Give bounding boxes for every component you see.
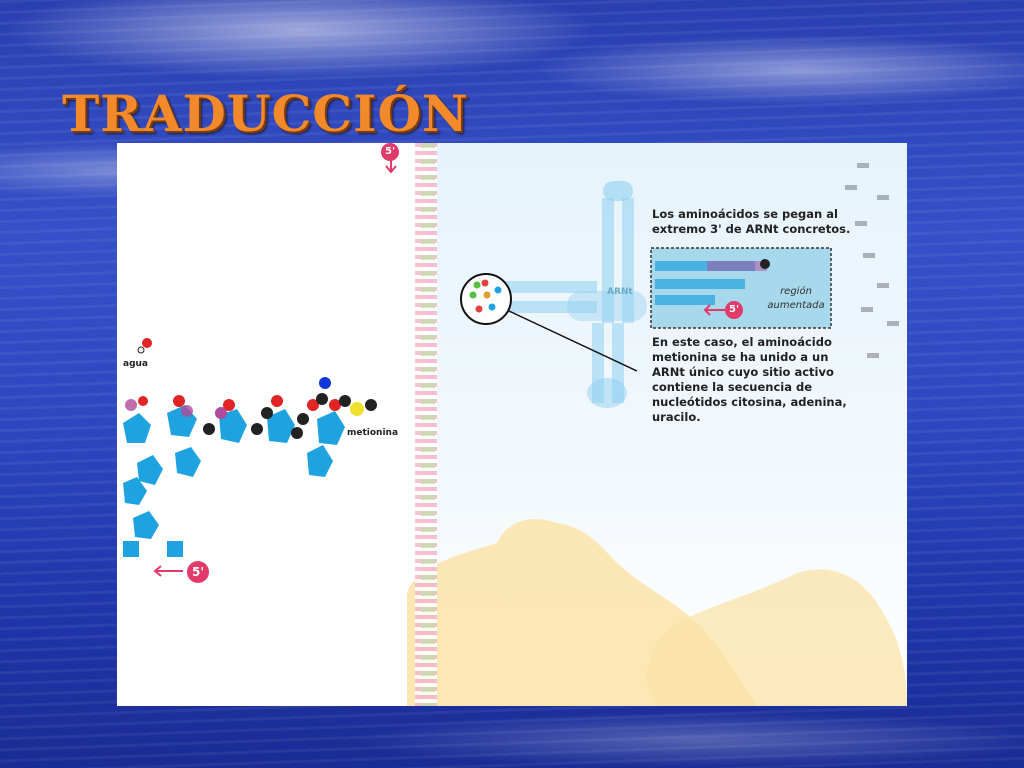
five-prime-badge-bottom: 5': [187, 561, 209, 583]
caption-bottom: En este caso, el aminoácido metionina se…: [652, 335, 847, 425]
zoom-label-line: aumentada: [767, 300, 825, 311]
mrna-strand-bases: [421, 143, 435, 706]
caption-top-line: Los aminoácidos se pegan al: [652, 207, 838, 221]
five-prime-badge-top: 5': [381, 143, 399, 161]
trna-bottom-arm: [587, 323, 627, 408]
trna-top-arm: [602, 181, 634, 323]
diagram-graphics: [123, 155, 907, 706]
caption-bottom-line: metionina se ha unido a un: [652, 350, 829, 364]
caption-bottom-line: uracilo.: [652, 410, 701, 424]
label-arnt: ARNt: [607, 287, 633, 297]
trna-right-arm: [567, 291, 647, 321]
label-agua: agua: [123, 359, 148, 369]
caption-bottom-line: En este caso, el aminoácido: [652, 335, 832, 349]
direction-arrows: [153, 155, 725, 577]
polypeptide-chain: [123, 338, 377, 557]
caption-bottom-line: ARNt único cuyo sitio activo: [652, 365, 834, 379]
caption-bottom-line: contiene la secuencia de: [652, 380, 813, 394]
trna-structure: [497, 181, 647, 408]
pointer-line: [508, 310, 638, 372]
slide-title: TRADUCCIÓN: [62, 84, 469, 143]
arrow-left-bottom: [153, 565, 183, 577]
five-prime-badge-inset: 5': [725, 301, 743, 319]
translation-figure: 5' 5' 5' agua metionina ARNt Los aminoác…: [117, 143, 907, 706]
zoom-label: región aumentada: [765, 285, 827, 313]
pentagon-chain: [123, 405, 345, 557]
label-metionina: metionina: [347, 428, 399, 438]
ribosome-shape-2: [646, 569, 907, 706]
amino-acid-atoms: [125, 338, 377, 439]
caption-bottom-line: nucleótidos citosina, adenina,: [652, 395, 847, 409]
magnified-circle: [460, 273, 512, 325]
arrow-left-inset: [703, 304, 725, 316]
zoom-label-line: región: [780, 286, 812, 297]
free-amino-acids: [845, 163, 899, 358]
caption-top-line: extremo 3' de ARNt concretos.: [652, 222, 851, 236]
caption-top: Los aminoácidos se pegan al extremo 3' d…: [652, 207, 850, 237]
trna-left-arm: [497, 281, 597, 313]
